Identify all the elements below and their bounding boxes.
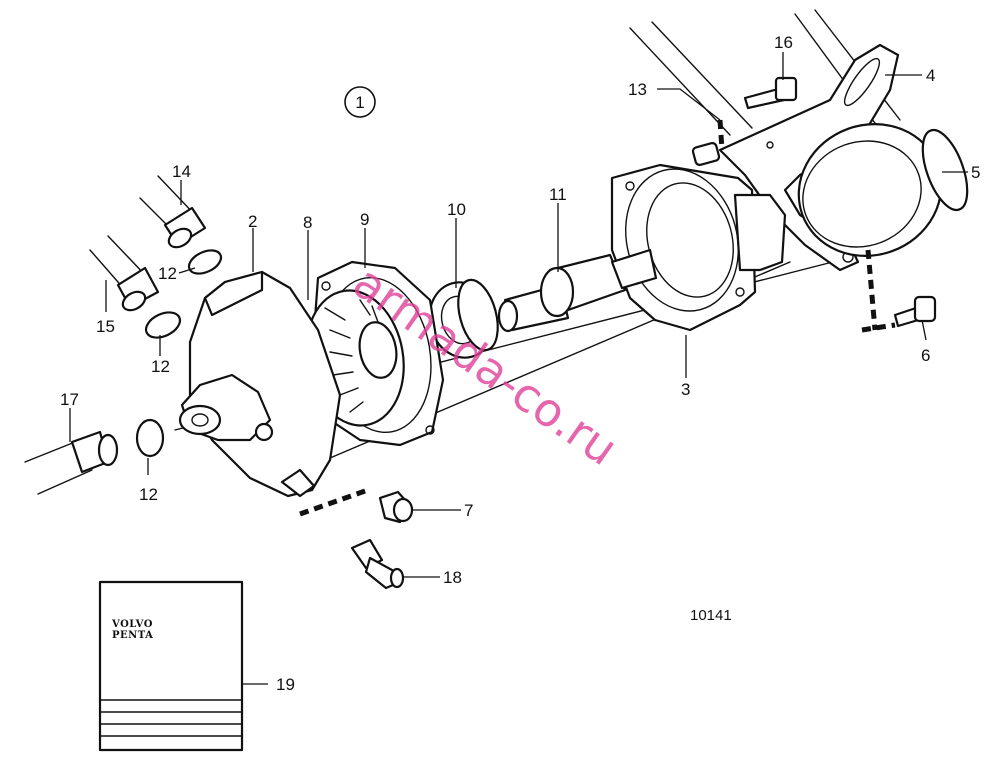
- callout-9: 9: [360, 210, 369, 229]
- callout-19: 19: [276, 675, 295, 694]
- part-17-hose: [24, 430, 119, 495]
- part-11-shaft-bearing: [497, 248, 658, 333]
- manual-brand-volvo: VOLVO: [111, 619, 153, 630]
- manual-brand-penta: PENTA: [112, 630, 153, 641]
- callout-12-bottom: 12: [139, 485, 158, 504]
- part-16-bolt: [743, 76, 798, 110]
- part-7-drain-plug: [378, 490, 414, 524]
- part-6-bolt: [893, 295, 937, 328]
- callout-leaders: [69, 52, 968, 685]
- part-12-o-rings: [135, 249, 223, 458]
- part-10-seal: [428, 278, 499, 359]
- part-2-pump-cover: [178, 270, 342, 498]
- callout-7: 7: [464, 501, 473, 520]
- part-3-pump-housing: [610, 163, 787, 332]
- part-14-hose: [139, 175, 207, 249]
- callout-12-middle: 12: [151, 357, 170, 376]
- callout-11: 11: [549, 185, 567, 204]
- group-number-badge: 1: [344, 86, 376, 118]
- callout-8: 8: [303, 213, 312, 232]
- dashed-connectors: [299, 119, 896, 517]
- callout-6: 6: [921, 346, 930, 365]
- callout-labels: 13 16 4 5 6 3 11 10 9 8 2 14 12 15 12 17…: [60, 33, 980, 694]
- part-19-instruction-manual: VOLVO PENTA: [98, 580, 244, 752]
- callout-5: 5: [971, 163, 980, 182]
- callout-15: 15: [96, 317, 115, 336]
- callout-3: 3: [681, 380, 690, 399]
- part-5-pulley: [797, 123, 969, 257]
- callout-17: 17: [60, 390, 79, 409]
- callout-4: 4: [926, 66, 935, 85]
- group-number: 1: [355, 93, 364, 112]
- part-18-nipple: [350, 538, 405, 590]
- callout-10: 10: [447, 200, 466, 219]
- callout-18: 18: [443, 568, 462, 587]
- callout-13: 13: [628, 80, 647, 99]
- part-15-hose: [89, 235, 160, 312]
- callout-16: 16: [774, 33, 793, 52]
- drawing-code: 10141: [690, 607, 732, 624]
- callout-2: 2: [248, 212, 257, 231]
- callout-14: 14: [172, 162, 191, 181]
- callout-12-top: 12: [158, 264, 177, 283]
